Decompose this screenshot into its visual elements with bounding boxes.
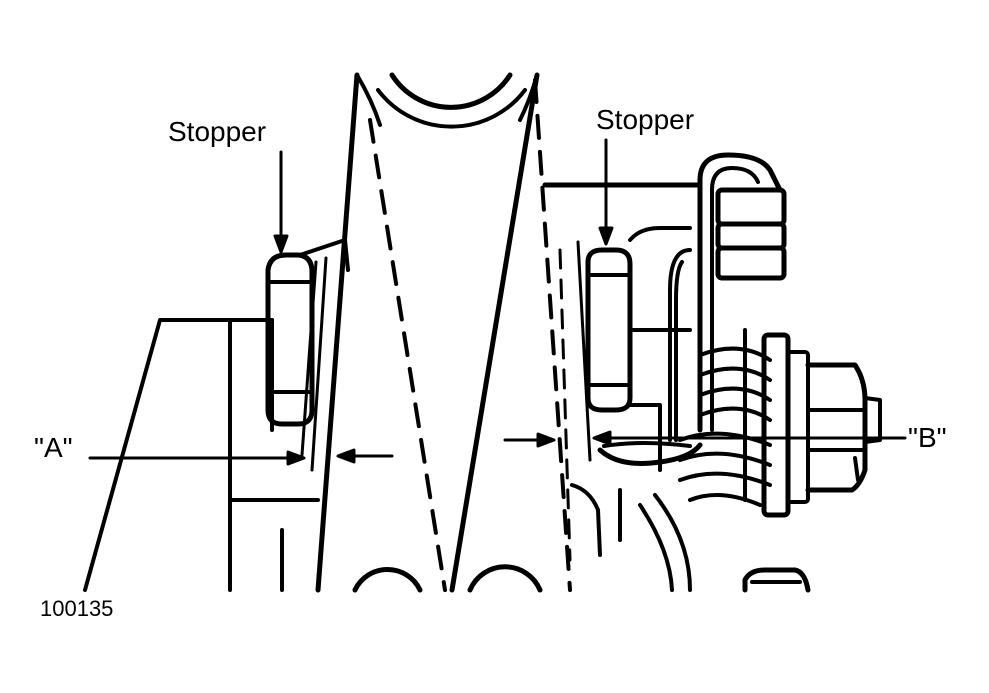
stopper-label-right: Stopper: [596, 104, 695, 135]
right-stopper-nut: [558, 240, 633, 562]
stopper-label-left: Stopper: [168, 116, 267, 147]
clearance-b-label: "B": [908, 422, 947, 453]
left-housing: [83, 238, 350, 592]
clearance-a-label: "A": [34, 432, 73, 463]
figure-code: 100135: [40, 596, 114, 621]
throttle-lever: [315, 72, 572, 593]
left-stopper-nut: [265, 252, 328, 472]
right-mechanism: [542, 152, 882, 593]
leader-arrows: [88, 138, 907, 466]
